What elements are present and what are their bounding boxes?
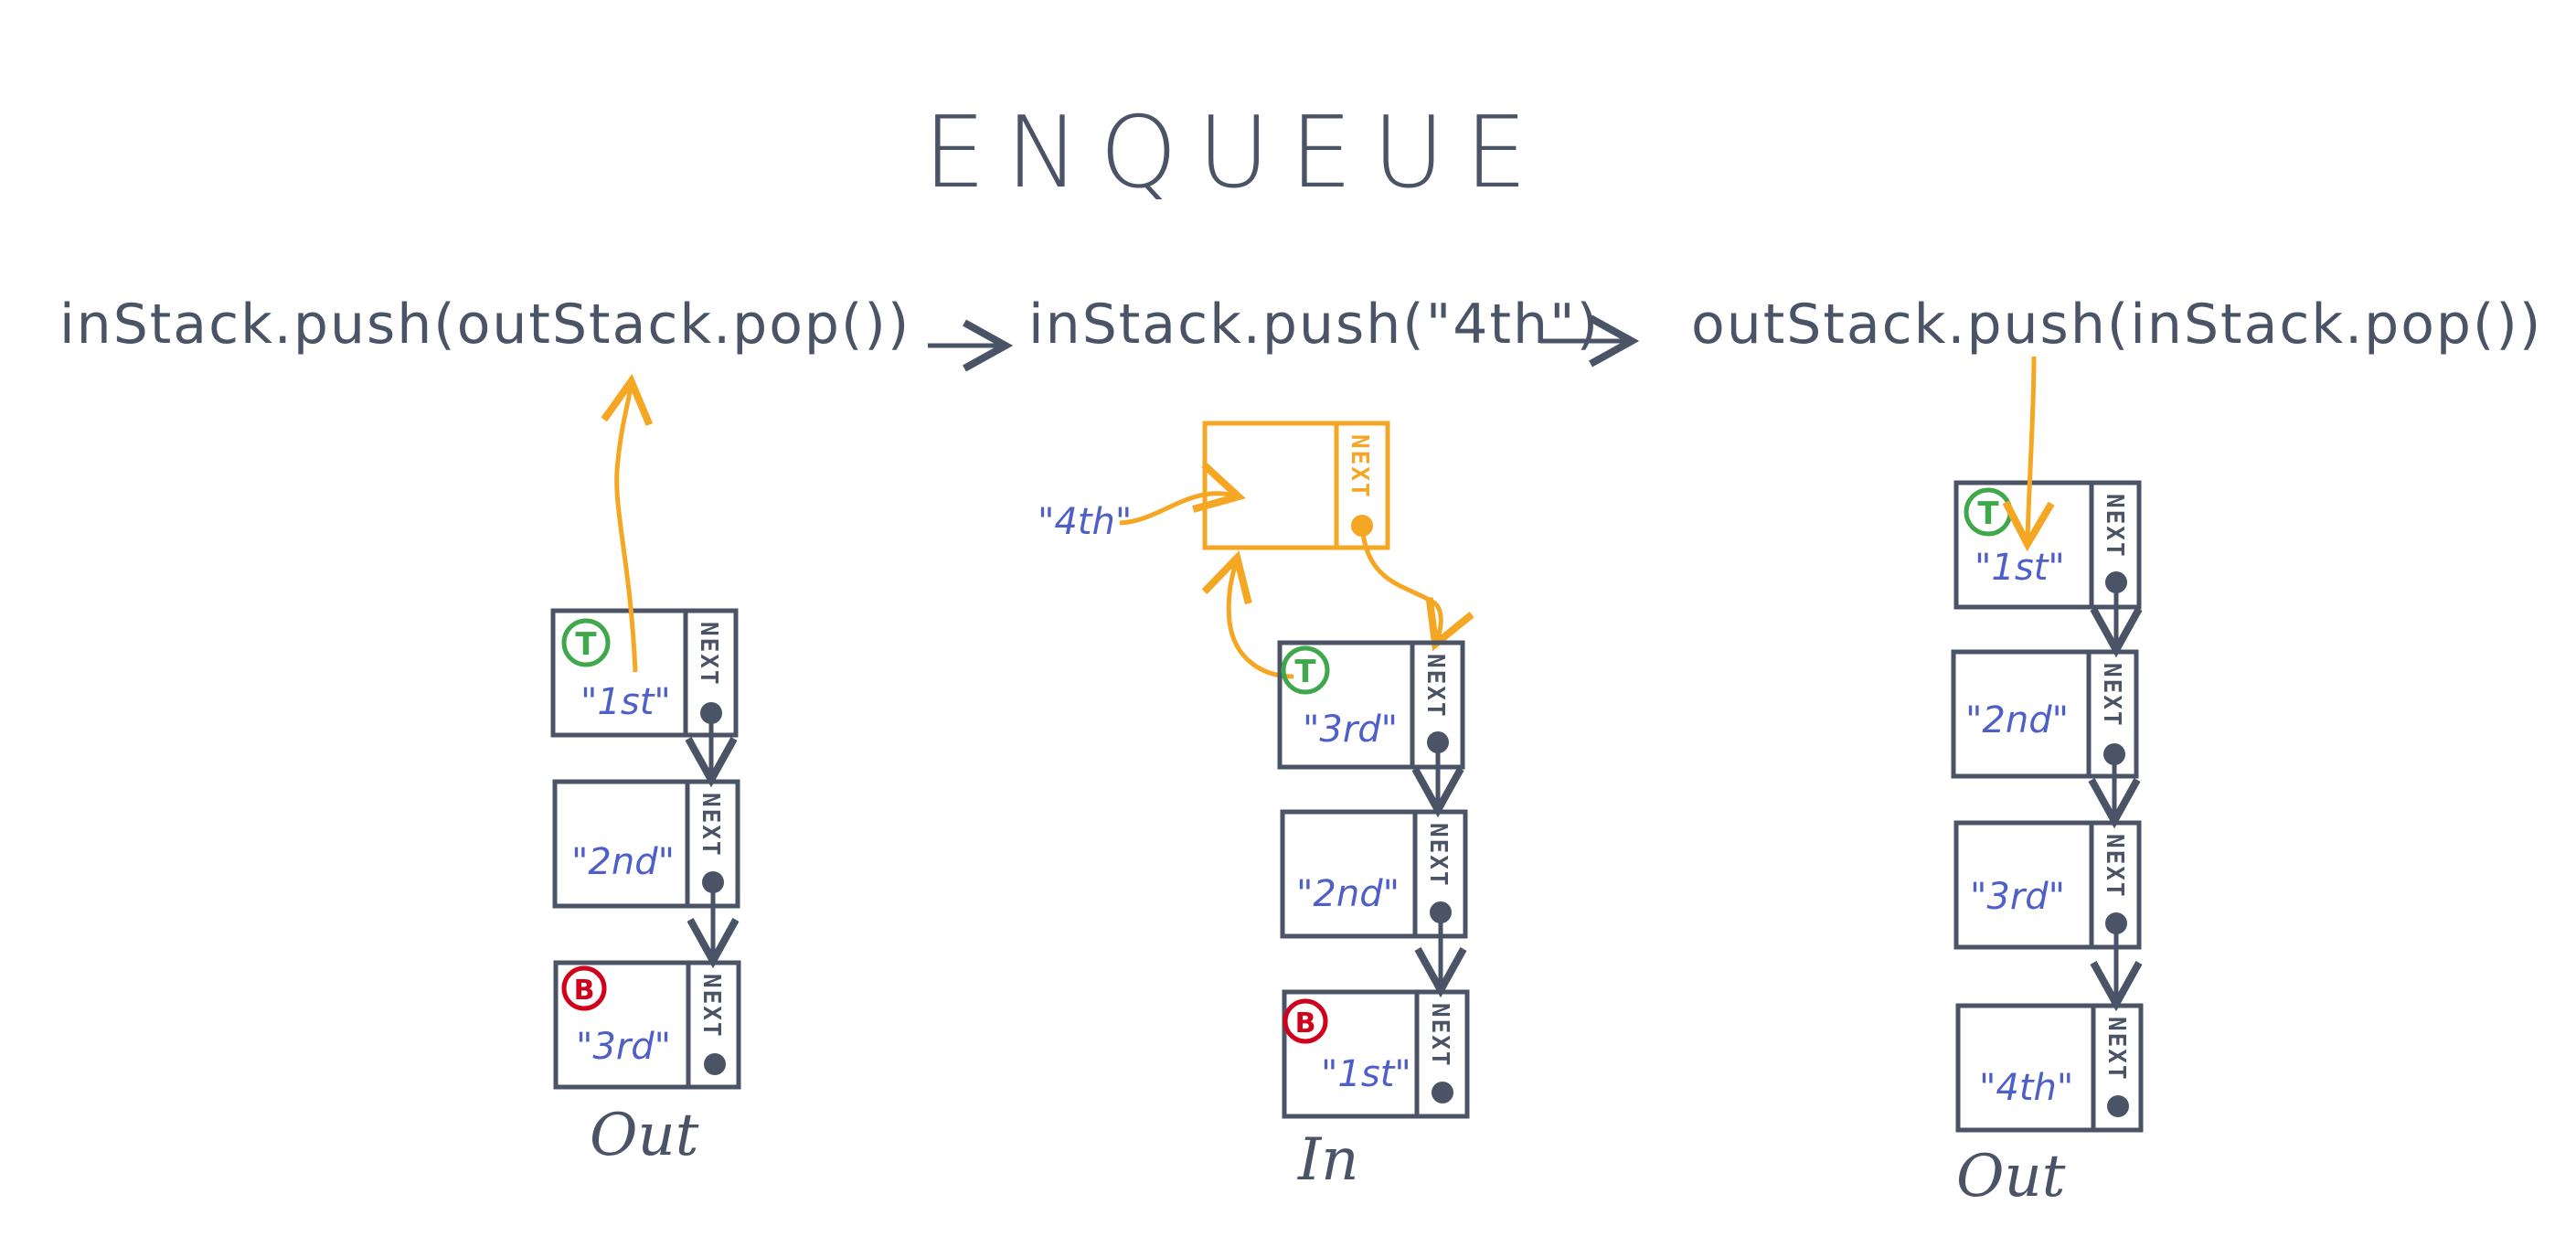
step-3-code: outStack.push(inStack.pop()) [1691,293,2543,357]
next-label: NEXT [695,622,722,687]
next-label: NEXT [2101,834,2128,899]
top-badge-text: T [1294,654,1316,690]
node-value: "2nd" [571,841,675,883]
next-label: NEXT [2098,663,2125,728]
pop-arrow [601,373,654,673]
node-box [1951,649,2139,779]
top-badge-text: T [1977,496,1999,532]
top-badge [1281,645,1330,695]
next-label: NEXT [2102,1017,2130,1082]
new-top-arrow [1201,550,1294,679]
node-value: "1st" [1321,1053,1411,1095]
node-value: "1st" [580,681,671,723]
node-box [1282,989,1470,1119]
node-box [1953,820,2142,950]
stack-in: T B [1119,421,1474,1119]
node-box [553,960,741,1090]
stack-label-out: Out [1956,1143,2066,1210]
incoming-value: "4th" [1038,501,1133,543]
node-value: "4th" [1979,1067,2074,1109]
stack-label-out: Out [590,1102,699,1169]
node-box [550,608,739,738]
top-badge-text: T [575,626,597,663]
node-value: "3rd" [1303,709,1399,751]
bottom-badge [1283,998,1328,1044]
bottom-badge-text: B [1295,1007,1316,1039]
node-box [552,779,740,909]
bottom-badge-text: B [574,975,595,1007]
push-arrow [2002,356,2055,552]
next-label: NEXT [1421,654,1449,719]
top-badge [561,618,611,667]
bottom-badge [561,965,607,1011]
stack-out-left: T B [550,373,741,1090]
node-box [1955,1003,2144,1133]
node-box [1280,809,1468,939]
step-1-code: inStack.push(outStack.pop()) [59,293,911,357]
next-label: NEXT [1346,434,1373,499]
stack-out-right: T [1951,356,2144,1133]
next-pointer-dot [2107,1095,2129,1117]
node-value: "2nd" [1296,873,1400,915]
next-label: NEXT [697,974,725,1039]
node-box [1277,640,1465,770]
node-value: "1st" [1975,547,2065,589]
next-label: NEXT [1424,823,1452,888]
value-arrow [1119,462,1246,526]
next-label: NEXT [1426,1003,1453,1068]
stack-label-in: In [1298,1126,1359,1194]
node-value: "2nd" [1965,699,2069,741]
diagram-title: ENQUEUE [923,96,1548,210]
step-2-code: inStack.push("4th") [1028,293,1601,357]
next-label: NEXT [697,793,724,858]
next-pointer-dot [1432,1082,1453,1103]
node-value: "3rd" [1970,876,2066,918]
next-label: NEXT [2101,494,2128,559]
node-value: "3rd" [576,1026,672,1068]
node-box [1953,480,2142,610]
new-next-arrow [1359,525,1474,652]
next-pointer-dot [704,1053,726,1075]
